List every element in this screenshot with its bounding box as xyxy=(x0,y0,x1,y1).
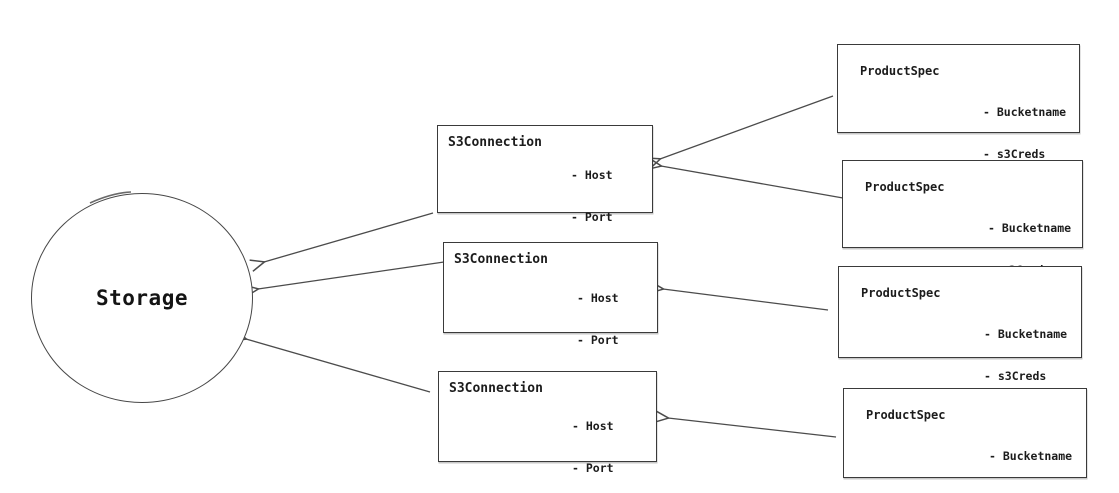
productspec-2-title: ProductSpec xyxy=(865,180,945,194)
storage-label: Storage xyxy=(95,286,188,310)
arrow-productspec4-to-s3connection3 xyxy=(668,418,837,438)
attribute-s3creds: - s3Creds xyxy=(989,491,1072,493)
s3connection-box-2: S3Connection - Host - Port - TLS xyxy=(443,242,658,389)
attribute-bucketname: - Bucketname xyxy=(989,449,1073,463)
productspec-box-3: ProductSpec - Bucketname - s3Creds xyxy=(838,266,1082,383)
s3connection-3-attributes: - Host - Port - TLS xyxy=(572,391,614,493)
attribute-port: - Port xyxy=(571,210,613,224)
attribute-port: - Port xyxy=(572,461,614,475)
attribute-port: - Port xyxy=(577,333,619,347)
productspec-3-attributes: - Bucketname - s3Creds xyxy=(984,299,1067,411)
s3connection-box-1: S3Connection - Host - Port - TLS xyxy=(437,125,653,266)
s3connection-box-3: S3Connection - Host - Port - TLS xyxy=(438,371,657,475)
attribute-bucketname: - Bucketname xyxy=(984,327,1068,341)
arrow-productspec1-to-s3connection1 xyxy=(660,95,834,159)
arrow-productspec2-to-s3connection1 xyxy=(661,166,844,199)
arrow-s3connection3-to-storage xyxy=(246,339,431,393)
storage-node: Storage xyxy=(31,193,253,403)
attribute-host: - Host xyxy=(577,291,619,305)
productspec-4-title: ProductSpec xyxy=(866,408,946,422)
attribute-bucketname: - Bucketname xyxy=(983,105,1067,119)
attribute-bucketname: - Bucketname xyxy=(988,221,1072,235)
productspec-3-title: ProductSpec xyxy=(861,286,941,300)
s3connection-3-title: S3Connection xyxy=(449,381,543,396)
s3connection-2-title: S3Connection xyxy=(454,252,548,267)
arrow-productspec3-to-s3connection2 xyxy=(663,289,829,311)
productspec-4-attributes: - Bucketname - s3Creds xyxy=(989,421,1072,493)
attribute-host: - Host xyxy=(571,168,613,182)
productspec-box-1: ProductSpec - Bucketname - s3Creds xyxy=(837,44,1080,161)
attribute-s3creds: - s3Creds xyxy=(983,147,1046,161)
s3connection-1-title: S3Connection xyxy=(448,135,542,150)
arrow-s3connection1-to-storage xyxy=(264,212,434,262)
productspec-1-attributes: - Bucketname - s3Creds xyxy=(983,77,1066,189)
productspec-box-4: ProductSpec - Bucketname - s3Creds xyxy=(843,388,1087,493)
arrow-s3connection2-to-storage xyxy=(258,261,445,289)
attribute-s3creds: - s3Creds xyxy=(984,369,1047,383)
productspec-box-2: ProductSpec - Bucketname - s3Creds xyxy=(842,160,1083,277)
productspec-1-title: ProductSpec xyxy=(860,64,940,78)
attribute-host: - Host xyxy=(572,419,614,433)
